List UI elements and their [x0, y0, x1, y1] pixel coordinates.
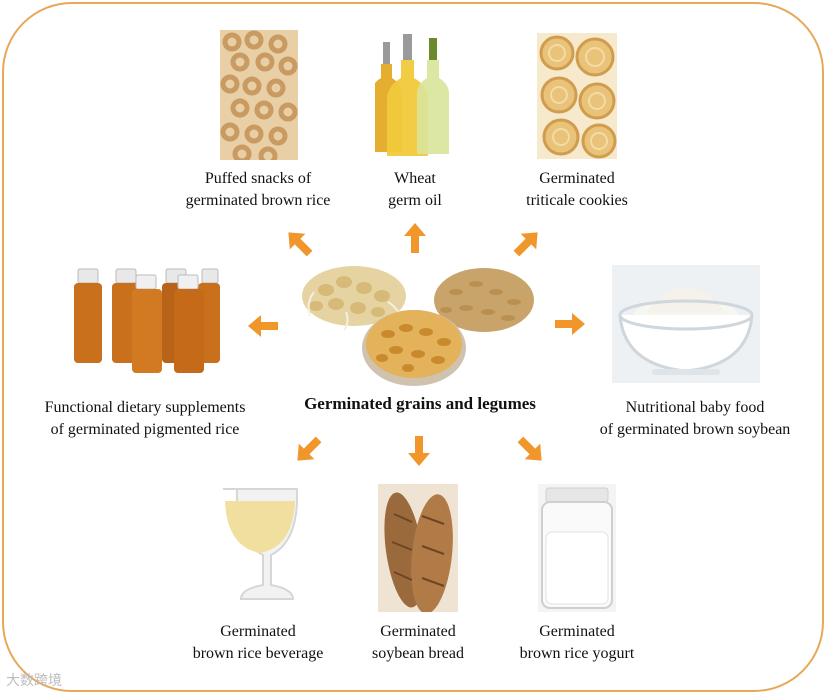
- rounded-frame: [2, 2, 824, 692]
- germinated-grains-image: [296, 262, 538, 390]
- arrow-right: [555, 313, 585, 335]
- supplement-bottles-image: [70, 265, 222, 377]
- rice-beverage-image: [215, 483, 305, 613]
- triticale-cookies-image: [537, 33, 617, 159]
- rice-yogurt-image: [538, 484, 616, 612]
- arrow-up: [404, 223, 426, 253]
- puffed-snacks-image: [220, 30, 298, 160]
- baby-food-image: [612, 265, 760, 383]
- arrow-down-right: [517, 436, 542, 461]
- caption-puffed-snacks: Puffed snacks of germinated brown rice: [185, 170, 331, 209]
- arrow-up-left: [288, 232, 313, 257]
- wheat-germ-oil-image: [375, 32, 455, 160]
- watermark-text: 大数跨境: [6, 673, 62, 689]
- center-title: Germinated grains and legumes: [304, 394, 536, 413]
- arrow-down-left: [297, 436, 322, 461]
- arrow-down: [408, 436, 430, 466]
- soybean-bread-image: [378, 484, 458, 612]
- caption-baby-food: Nutritional baby food of germinated brow…: [599, 399, 791, 438]
- caption-soybean-bread: Germinated soybean bread: [372, 623, 464, 662]
- caption-rice-beverage: Germinated brown rice beverage: [192, 623, 324, 662]
- caption-wheat-germ-oil: Wheat germ oil: [388, 170, 442, 209]
- arrow-up-right: [513, 232, 538, 257]
- caption-rice-yogurt: Germinated brown rice yogurt: [519, 623, 635, 662]
- caption-triticale-cookies: Germinated triticale cookies: [526, 170, 628, 209]
- caption-dietary-supplements: Functional dietary supplements of germin…: [44, 399, 246, 438]
- arrow-left: [248, 315, 278, 337]
